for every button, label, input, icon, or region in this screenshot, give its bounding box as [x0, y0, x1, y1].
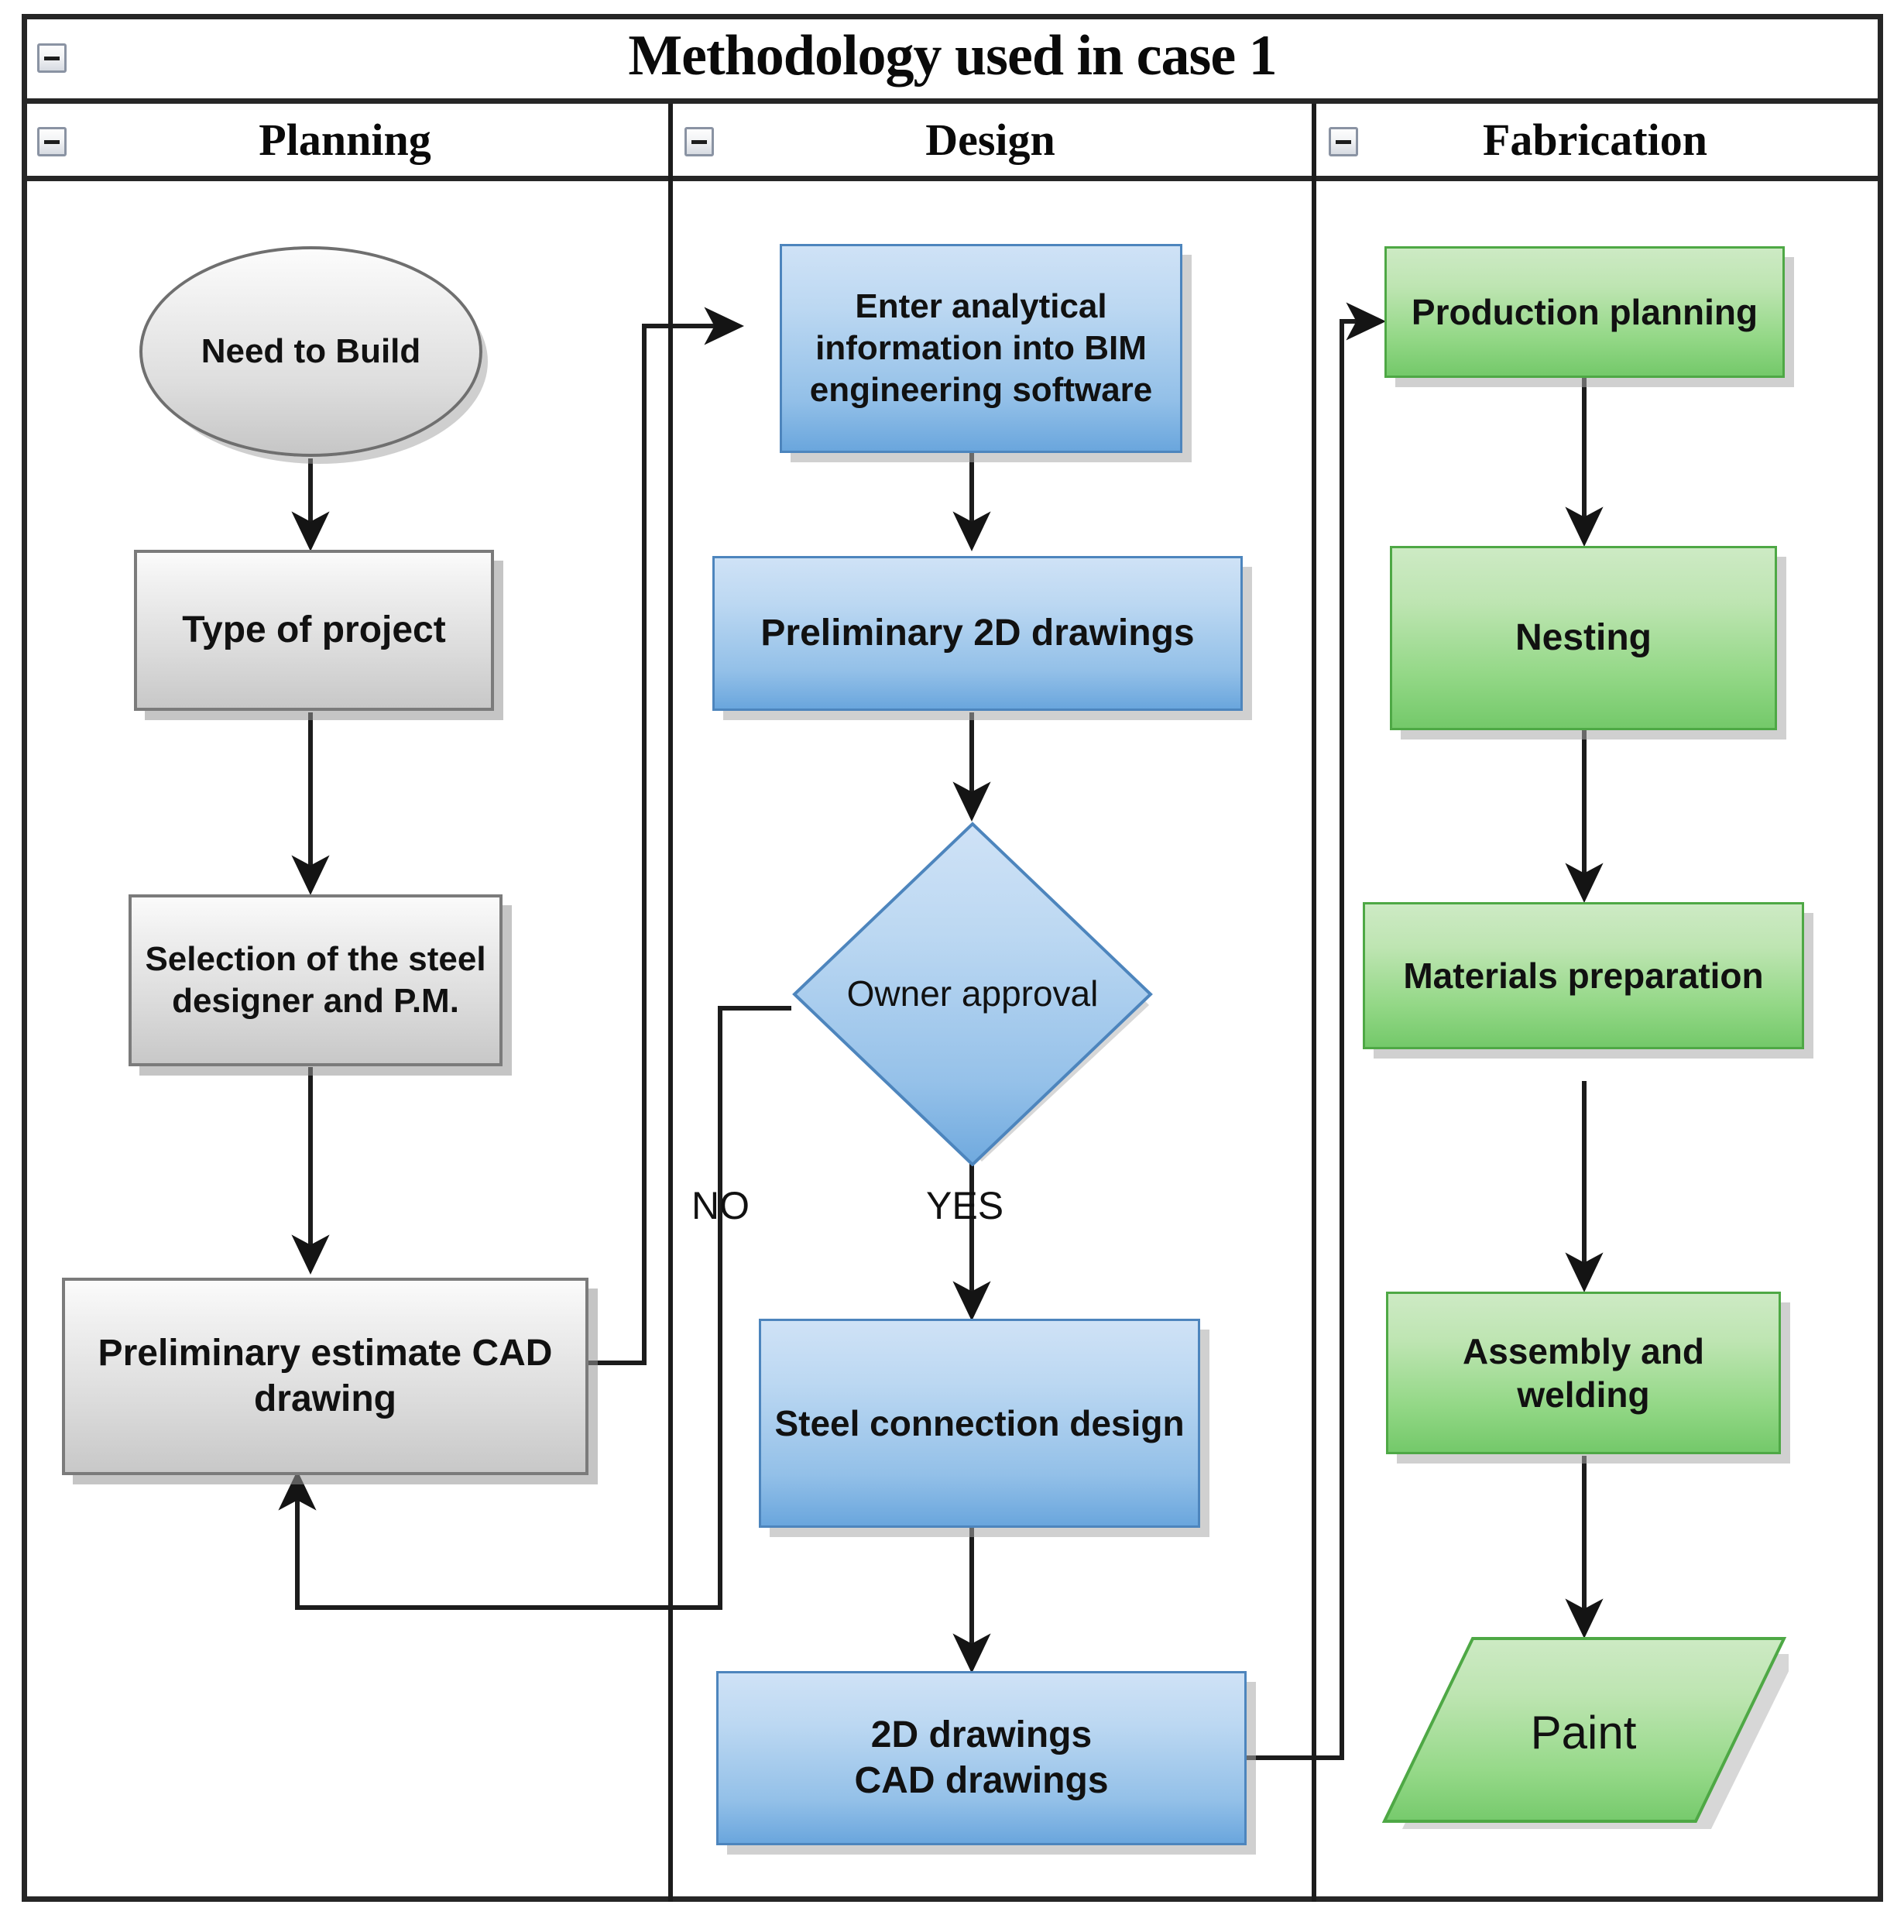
- title-band: Methodology used in case 1: [22, 14, 1883, 104]
- node-type-of-project[interactable]: Type of project: [134, 550, 494, 711]
- node-owner-approval[interactable]: Owner approval: [791, 821, 1154, 1166]
- node-paint[interactable]: Paint: [1378, 1635, 1789, 1829]
- edge-label-yes: YES: [926, 1184, 1004, 1227]
- node-owner-approval-label: Owner approval: [846, 973, 1099, 1014]
- collapse-planning-icon[interactable]: [37, 127, 67, 156]
- node-2d-cad-drawings[interactable]: 2D drawings CAD drawings: [716, 1671, 1247, 1845]
- node-nesting-label: Nesting: [1515, 616, 1652, 658]
- lane-header-fabrication-label: Fabrication: [1483, 115, 1707, 165]
- node-nesting[interactable]: Nesting: [1390, 546, 1777, 730]
- edge-label-no: NO: [691, 1184, 750, 1227]
- node-need-to-build[interactable]: Need to Build: [139, 246, 482, 457]
- node-type-of-project-label: Type of project: [182, 609, 446, 650]
- page-title: Methodology used in case 1: [628, 24, 1277, 88]
- node-materials-preparation-label: Materials preparation: [1403, 955, 1764, 996]
- paint-parallelogram-shape: [1381, 1637, 1789, 1829]
- node-assembly-welding[interactable]: Assembly and welding: [1386, 1292, 1781, 1454]
- node-production-planning[interactable]: Production planning: [1384, 246, 1785, 378]
- node-preliminary-estimate-label: Preliminary estimate CAD drawing: [98, 1332, 553, 1419]
- lane-header-fabrication[interactable]: Fabrication: [1312, 104, 1878, 176]
- node-enter-analytical-label: Enter analytical information into BIM en…: [809, 287, 1153, 409]
- node-production-planning-label: Production planning: [1411, 291, 1758, 332]
- node-selection-designer[interactable]: Selection of the steel designer and P.M.: [129, 894, 503, 1066]
- node-preliminary-estimate[interactable]: Preliminary estimate CAD drawing: [62, 1278, 588, 1475]
- node-2d-cad-drawings-label-line2: CAD drawings: [854, 1759, 1109, 1801]
- lane-header-band: Planning Design Fabrication: [22, 104, 1883, 181]
- collapse-fabrication-icon[interactable]: [1329, 127, 1358, 156]
- node-paint-label: Paint: [1530, 1706, 1637, 1759]
- node-materials-preparation[interactable]: Materials preparation: [1363, 902, 1804, 1049]
- node-need-to-build-label: Need to Build: [201, 332, 421, 371]
- node-selection-designer-label: Selection of the steel designer and P.M.: [145, 940, 486, 1020]
- collapse-design-icon[interactable]: [684, 127, 714, 156]
- node-steel-connection-label: Steel connection design: [774, 1402, 1185, 1443]
- node-preliminary-2d-label: Preliminary 2D drawings: [760, 612, 1195, 654]
- node-2d-cad-drawings-label-line1: 2D drawings: [870, 1714, 1093, 1755]
- collapse-title-icon[interactable]: [37, 43, 67, 73]
- node-steel-connection[interactable]: Steel connection design: [759, 1319, 1200, 1528]
- node-assembly-welding-label: Assembly and welding: [1463, 1330, 1704, 1415]
- lane-header-planning-label: Planning: [259, 115, 431, 165]
- lane-divider-design-fabrication: [1312, 104, 1316, 1902]
- lane-divider-planning-design: [668, 104, 673, 1902]
- lane-header-design[interactable]: Design: [668, 104, 1312, 176]
- node-preliminary-2d[interactable]: Preliminary 2D drawings: [712, 556, 1243, 711]
- lane-header-planning[interactable]: Planning: [22, 104, 668, 176]
- owner-approval-diamond-shape: [792, 822, 1153, 1166]
- lane-header-design-label: Design: [925, 115, 1055, 165]
- node-enter-analytical[interactable]: Enter analytical information into BIM en…: [780, 244, 1182, 453]
